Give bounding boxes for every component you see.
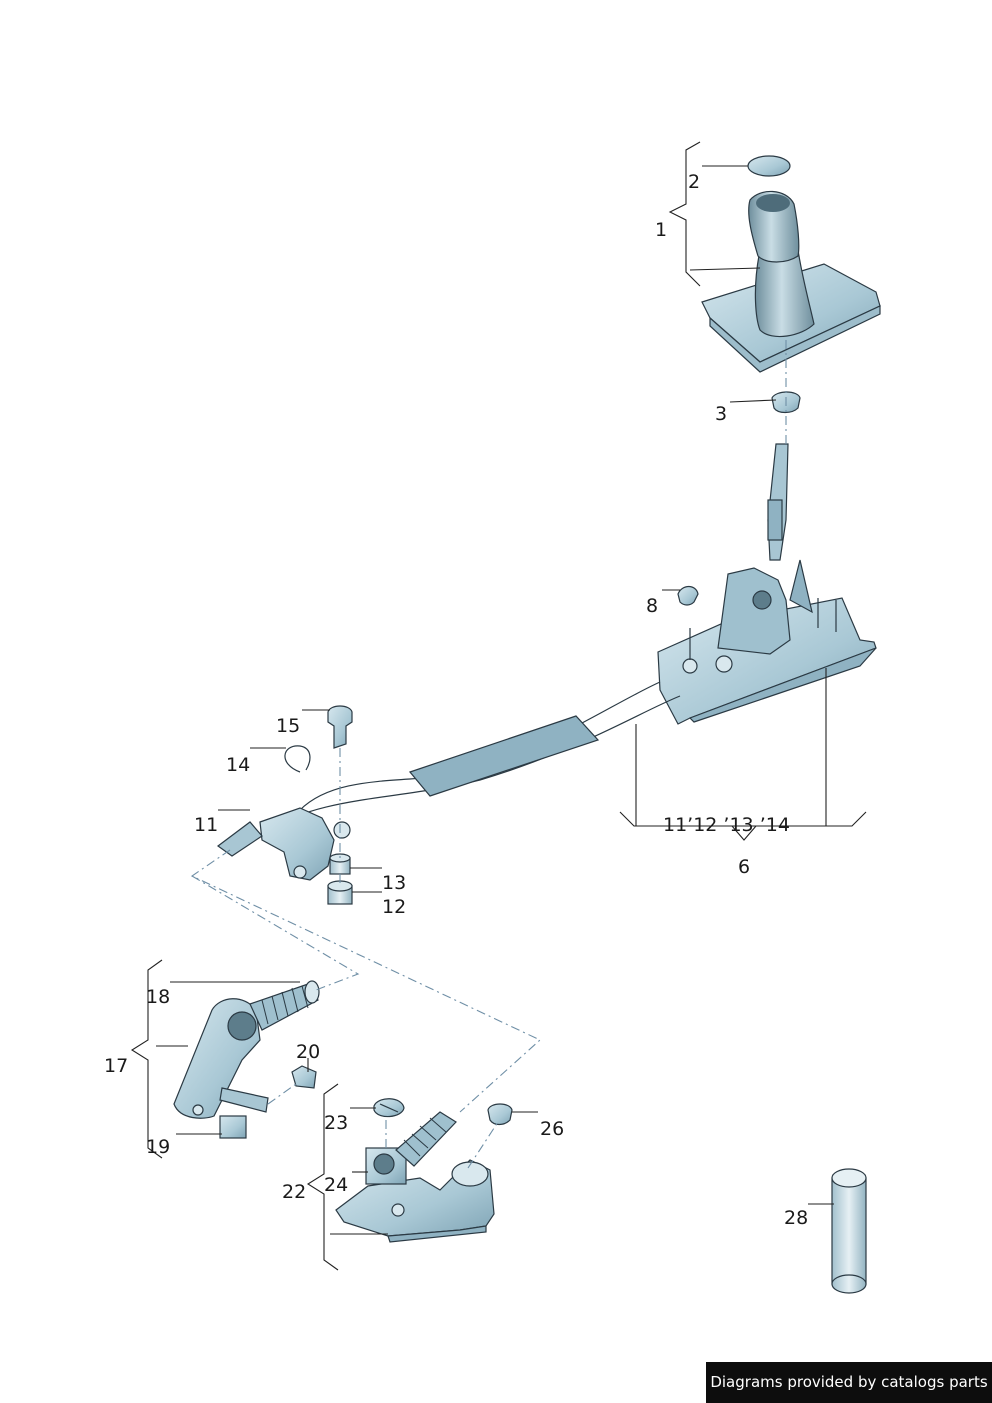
callout-19: 19 <box>146 1136 170 1158</box>
callout-8: 8 <box>646 595 658 617</box>
relay-lever-assembly <box>335 1098 513 1243</box>
leader-lines <box>130 141 867 1271</box>
callout-14: 14 <box>226 754 250 776</box>
callout-22: 22 <box>282 1181 306 1203</box>
callout-12: 12 <box>382 896 406 918</box>
callout-group6-parts: 11’12 ’13 ’14 <box>663 814 790 836</box>
callout-2: 2 <box>688 171 700 193</box>
callout-17: 17 <box>104 1055 128 1077</box>
gear-knob-boot-assembly <box>701 155 881 373</box>
callout-13: 13 <box>382 872 406 894</box>
callout-18: 18 <box>146 986 170 1008</box>
callout-3: 3 <box>715 403 727 425</box>
callout-15: 15 <box>276 715 300 737</box>
shift-cables <box>216 681 681 881</box>
watermark-banner: Diagrams provided by catalogs parts <box>706 1362 992 1403</box>
callout-28: 28 <box>784 1207 808 1229</box>
callout-labels: 1 2 3 8 11’12 ’13 ’14 6 15 14 11 13 12 1… <box>104 171 808 1229</box>
cylindrical-dowel <box>831 1168 867 1294</box>
callout-20: 20 <box>296 1041 320 1063</box>
callout-11: 11 <box>194 814 218 836</box>
callout-6: 6 <box>738 856 750 878</box>
gear-lever-housing <box>657 443 877 725</box>
assembly-axis-lines <box>190 340 787 1169</box>
callout-1: 1 <box>655 219 667 241</box>
callout-23: 23 <box>324 1112 348 1134</box>
callout-26: 26 <box>540 1118 564 1140</box>
selector-lever-assembly <box>173 980 320 1139</box>
callout-24: 24 <box>324 1174 348 1196</box>
